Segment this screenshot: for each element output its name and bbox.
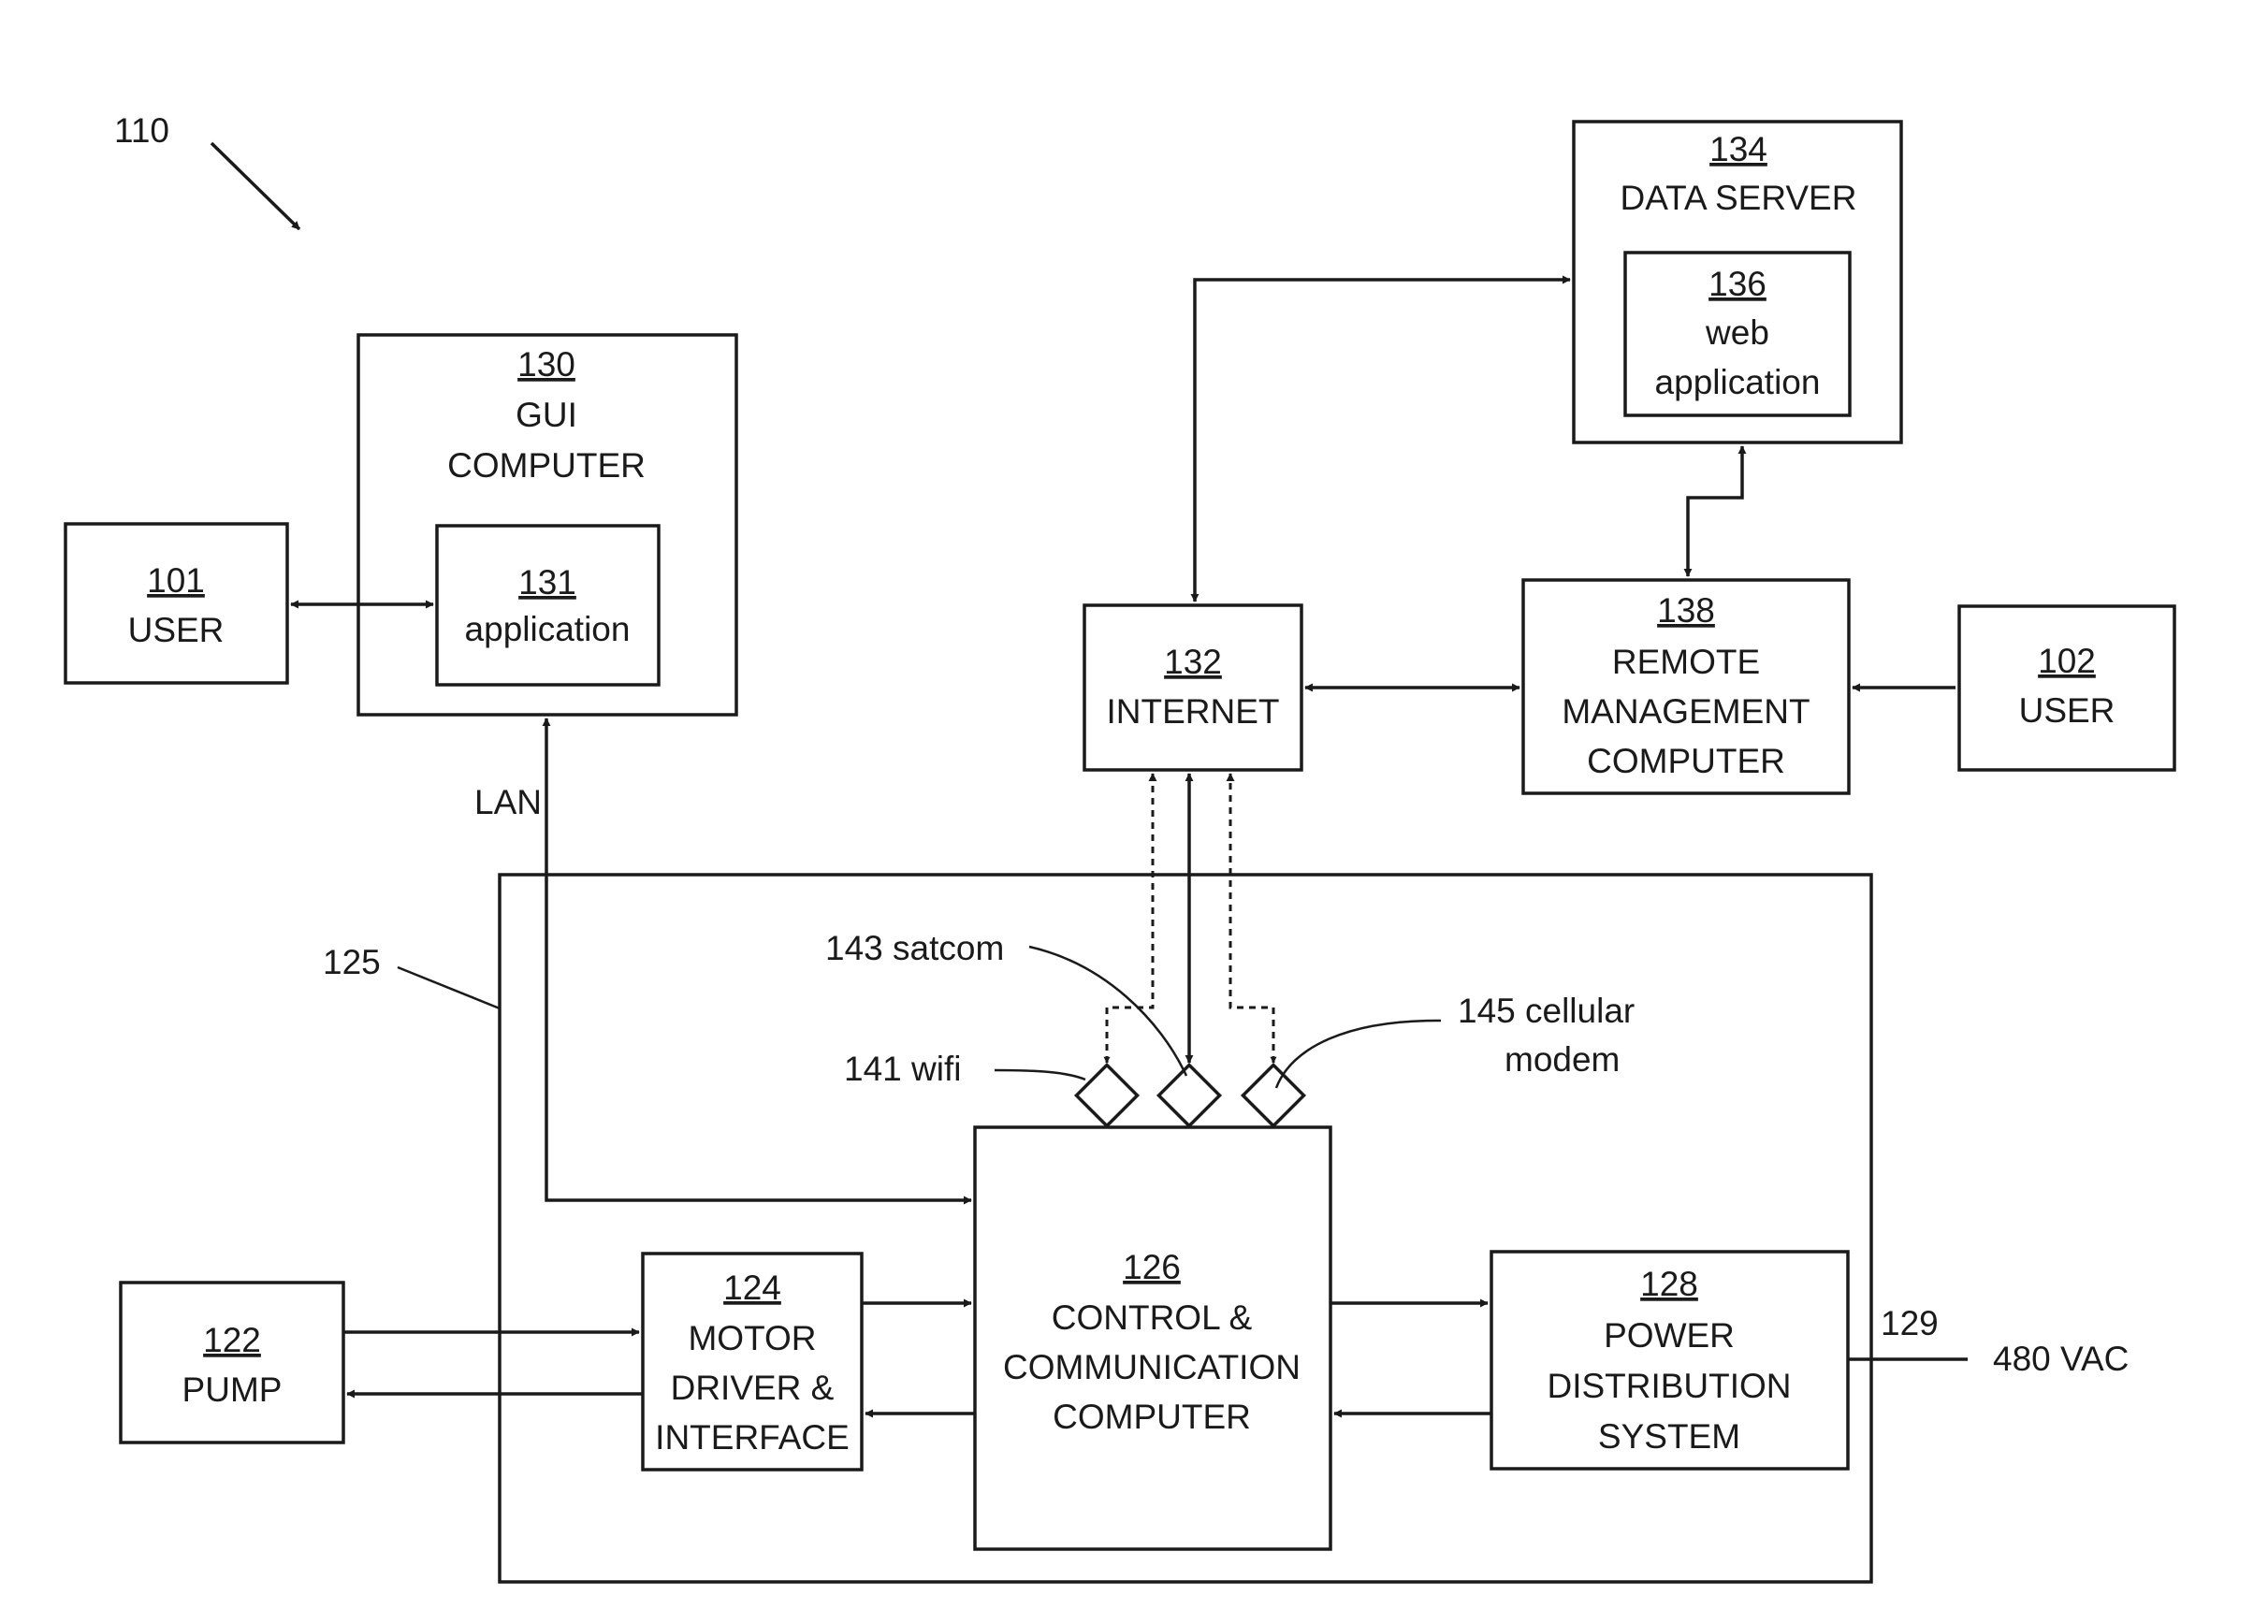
- gui-computer-number: 130: [517, 345, 575, 384]
- gui-computer-line1: GUI: [516, 396, 577, 434]
- web-application-line1: web: [1705, 313, 1769, 352]
- motor-driver-124-block: 124 MOTOR DRIVER & INTERFACE: [643, 1254, 862, 1470]
- user-101-number: 101: [147, 561, 205, 600]
- figure-ref-label: 110: [114, 111, 169, 150]
- wifi-radio: [1076, 1065, 1137, 1125]
- power-distribution-line1: POWER: [1604, 1316, 1735, 1355]
- user-102-number: 102: [2038, 642, 2096, 680]
- lan-label: LAN: [474, 783, 542, 821]
- control-computer-line2: COMMUNICATION: [1003, 1348, 1301, 1386]
- line-129-label: 129: [1881, 1304, 1939, 1342]
- web-application-136-block: 136 web application: [1625, 253, 1850, 415]
- data-server-number: 134: [1709, 130, 1767, 168]
- dataserver-remote-connector: [1688, 446, 1742, 576]
- application-131-number: 131: [518, 563, 576, 602]
- internet-dataserver-connector: [1195, 280, 1570, 602]
- motor-driver-line1: MOTOR: [688, 1319, 816, 1357]
- wifi-internet-link: [1107, 774, 1153, 1063]
- vac-label: 480 VAC: [1993, 1340, 2129, 1378]
- cellular-internet-link: [1230, 774, 1273, 1063]
- enclosure-leader: [398, 967, 500, 1008]
- power-distribution-line3: SYSTEM: [1598, 1417, 1740, 1456]
- user-101-label: USER: [128, 611, 225, 649]
- remote-management-number: 138: [1657, 591, 1715, 630]
- application-131-label: application: [465, 610, 631, 648]
- cellular-label-line2: modem: [1505, 1040, 1620, 1079]
- cellular-leader: [1276, 1021, 1441, 1088]
- remote-management-line2: MANAGEMENT: [1562, 692, 1810, 731]
- control-computer-number: 126: [1123, 1248, 1181, 1286]
- cellular-label-line1: 145 cellular: [1458, 992, 1635, 1030]
- pump-number: 122: [203, 1321, 261, 1359]
- wifi-label: 141 wifi: [844, 1050, 961, 1088]
- control-communication-computer-126-block: 126 CONTROL & COMMUNICATION COMPUTER: [975, 1127, 1330, 1549]
- power-distribution-line2: DISTRIBUTION: [1547, 1367, 1791, 1405]
- power-distribution-128-block: 128 POWER DISTRIBUTION SYSTEM: [1491, 1252, 1848, 1469]
- enclosure-label: 125: [323, 943, 381, 981]
- remote-management-computer-138-block: 138 REMOTE MANAGEMENT COMPUTER: [1523, 580, 1849, 793]
- power-distribution-number: 128: [1640, 1265, 1698, 1303]
- pump-label: PUMP: [182, 1370, 283, 1409]
- internet-132-block: 132 INTERNET: [1084, 605, 1301, 770]
- control-computer-line3: COMPUTER: [1053, 1398, 1251, 1436]
- user-102-block: 102 USER: [1959, 606, 2174, 770]
- figure-ref-arrow: [211, 143, 299, 229]
- cellular-radio: [1243, 1065, 1303, 1125]
- motor-driver-line2: DRIVER &: [671, 1369, 835, 1407]
- data-server-label: DATA SERVER: [1621, 179, 1857, 217]
- satcom-radio: [1158, 1065, 1219, 1125]
- satcom-label: 143 satcom: [825, 929, 1004, 967]
- gui-computer-line2: COMPUTER: [447, 446, 646, 485]
- web-application-number: 136: [1708, 265, 1766, 303]
- remote-management-line3: COMPUTER: [1587, 742, 1785, 780]
- user-102-label: USER: [2019, 691, 2115, 730]
- web-application-line2: application: [1655, 363, 1821, 401]
- pump-122-block: 122 PUMP: [121, 1283, 343, 1443]
- motor-driver-number: 124: [723, 1269, 781, 1307]
- remote-management-line1: REMOTE: [1612, 643, 1760, 681]
- internet-number: 132: [1164, 643, 1222, 681]
- motor-driver-line3: INTERFACE: [655, 1418, 850, 1457]
- application-131-block: 131 application: [437, 526, 659, 685]
- user-101-block: 101 USER: [65, 524, 287, 683]
- wifi-leader: [995, 1070, 1085, 1080]
- control-computer-line1: CONTROL &: [1052, 1298, 1253, 1337]
- internet-label: INTERNET: [1107, 692, 1280, 731]
